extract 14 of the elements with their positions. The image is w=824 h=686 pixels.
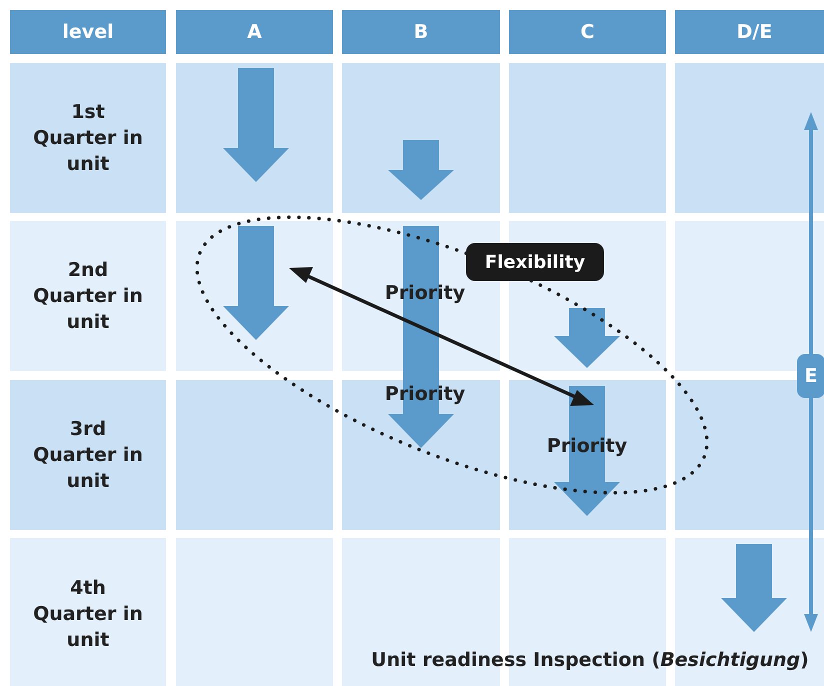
column-header: level bbox=[10, 10, 166, 54]
column-header: A bbox=[176, 10, 333, 54]
priority-label: Priority bbox=[546, 435, 628, 457]
row-header: 1st Quarter in unit bbox=[10, 63, 166, 213]
row-header: 4th Quarter in unit bbox=[10, 538, 166, 686]
priority-label: Priority bbox=[384, 383, 466, 405]
caption-text: Unit readiness Inspection (Besichtigung) bbox=[371, 649, 809, 671]
callout-tag: Flexibility bbox=[466, 243, 604, 281]
level-badge: E bbox=[797, 354, 824, 398]
row-header: 2nd Quarter in unit bbox=[10, 221, 166, 371]
column-header: D/E bbox=[675, 10, 824, 54]
row-header: 3rd Quarter in unit bbox=[10, 380, 166, 530]
column-header: C bbox=[509, 10, 666, 54]
column-header: B bbox=[342, 10, 500, 54]
